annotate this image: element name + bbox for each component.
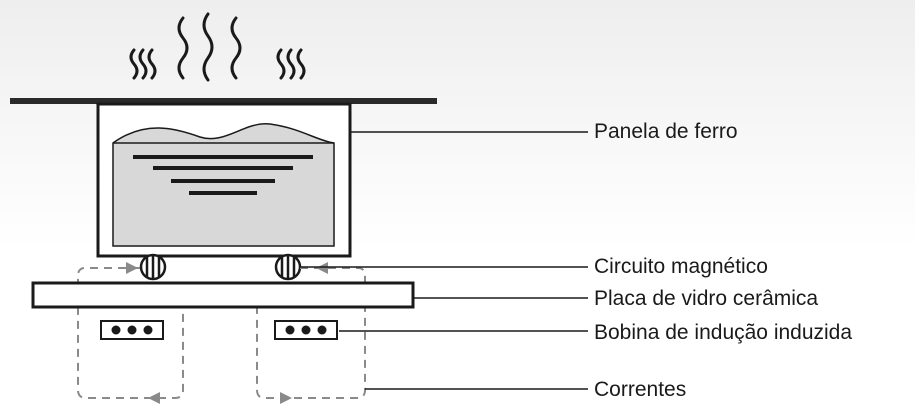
ceramic-glass-plate (31, 281, 415, 309)
label-induction-coil: Bobina de indução induzida (594, 321, 853, 344)
current-loops (77, 267, 366, 399)
magnetic-circuit-icon (139, 253, 302, 281)
heat-lines (133, 155, 313, 195)
leader-lines (300, 131, 588, 390)
label-magnetic-circuit: Circuito magnético (594, 255, 768, 278)
liquid (112, 123, 335, 247)
induction-coil-icon (100, 320, 338, 340)
steam-icon (129, 12, 306, 82)
label-currents: Correntes (594, 378, 687, 401)
current-arrow-icons (126, 262, 328, 404)
label-glass-plate: Placa de vidro cerâmica (594, 287, 819, 310)
label-pan: Panela de ferro (594, 120, 738, 143)
